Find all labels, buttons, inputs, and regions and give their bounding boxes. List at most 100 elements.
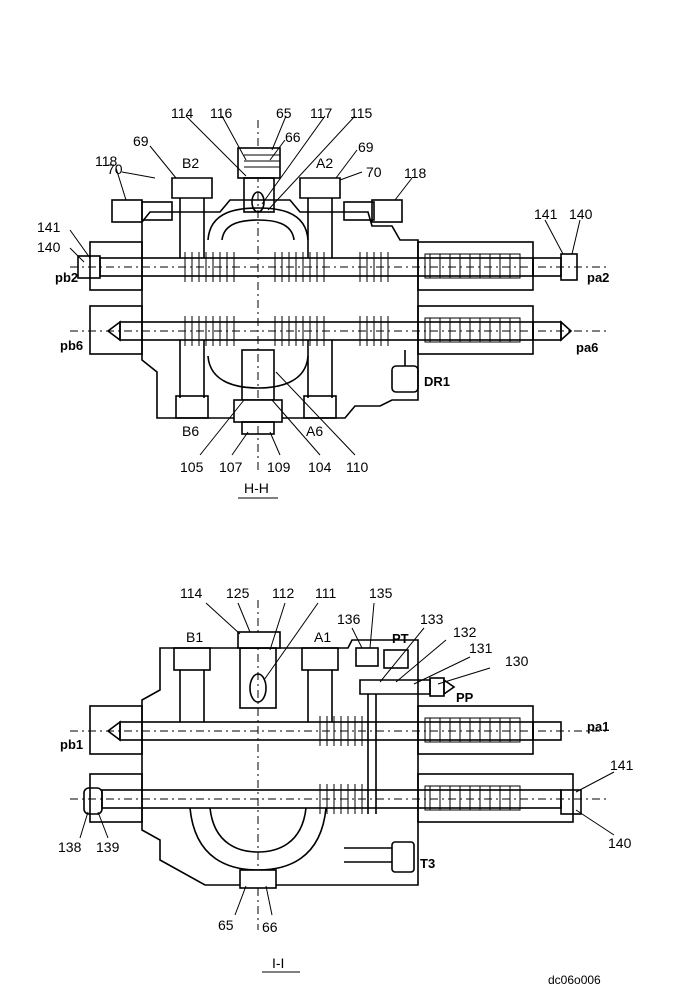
part-number-104: 104 <box>308 459 332 475</box>
port-label-t3: T3 <box>420 856 435 871</box>
section-caption-h-h: H-H <box>244 480 269 496</box>
port-label-pa6: pa6 <box>576 340 598 355</box>
part-number-131: 131 <box>469 640 493 656</box>
spring-inner-pa1 <box>424 717 521 743</box>
left-end-cap-138 <box>89 773 143 823</box>
check-valve-right-body <box>343 201 375 221</box>
part-number-65: 65 <box>276 105 292 121</box>
spring-coils-141 <box>429 786 511 810</box>
part-number-112: 112 <box>272 585 295 601</box>
part-number-130: 130 <box>505 653 529 669</box>
port-pt-box <box>383 649 409 669</box>
part-number-109: 109 <box>267 459 291 475</box>
port-label-pb1: pb1 <box>60 737 83 752</box>
port-passages-upper <box>179 198 333 258</box>
port-b1-plug <box>173 647 211 671</box>
part-number-118-right: 118 <box>404 165 427 181</box>
port-passages-lower <box>179 340 333 398</box>
part-number-116: 116 <box>210 105 233 121</box>
port-label-pp: PP <box>456 690 474 705</box>
part-number-69-right: 69 <box>358 139 374 155</box>
part-number-111: 111 <box>315 585 336 601</box>
part-number-115: 115 <box>350 105 373 121</box>
part-number-140-i: 140 <box>608 835 632 851</box>
port-b2-plug <box>171 177 213 199</box>
part-number-138: 138 <box>58 839 82 855</box>
plug-136 <box>355 647 379 667</box>
port-label-b1: B1 <box>186 629 203 645</box>
part-number-140-left: 140 <box>37 239 61 255</box>
valve-body-outline <box>141 199 419 419</box>
left-end-cap-upper <box>89 241 143 291</box>
port-label-pt: PT <box>392 631 409 646</box>
left-end-cap-lower <box>89 305 143 355</box>
part-number-141-left: 141 <box>37 219 61 235</box>
right-spring-inner-upper <box>424 253 521 279</box>
poppet-111 <box>249 673 267 703</box>
plug-65-66 <box>239 869 277 889</box>
check-valve-left-body <box>141 201 173 221</box>
part-number-139: 139 <box>96 839 120 855</box>
t3-passage <box>344 847 392 863</box>
pp-arrow <box>443 678 456 696</box>
relief-sleeve-112 <box>239 647 277 709</box>
port-label-a6: A6 <box>306 423 323 439</box>
part-number-65-i: 65 <box>218 917 234 933</box>
part-number-66-i: 66 <box>262 919 278 935</box>
part-number-69-left: 69 <box>133 133 149 149</box>
bridge-passage-upper <box>207 207 309 241</box>
port-a1-plug <box>301 647 339 671</box>
port-label-a1: A1 <box>314 629 331 645</box>
port-label-pb2: pb2 <box>55 270 78 285</box>
load-check-cap <box>241 421 275 435</box>
part-number-70-left: 70 <box>107 161 123 177</box>
part-number-114: 114 <box>171 105 194 121</box>
port-label-pb6: pb6 <box>60 338 83 353</box>
port-label-b6: B6 <box>182 423 199 439</box>
check-valve-right <box>371 199 403 223</box>
pilot-passage-i <box>367 694 377 814</box>
part-number-136: 136 <box>337 611 361 627</box>
part-number-107: 107 <box>219 459 243 475</box>
port-label-dr1: DR1 <box>424 374 450 389</box>
part-number-105: 105 <box>180 459 204 475</box>
part-number-135: 135 <box>369 585 393 601</box>
left-end-cap-pb1 <box>89 705 143 755</box>
part-number-141-right: 141 <box>534 206 558 222</box>
port-label-a2: A2 <box>316 155 333 171</box>
part-number-140-right: 140 <box>569 206 593 222</box>
valve-body-outline-lower <box>141 639 419 886</box>
part-number-117: 117 <box>310 105 333 121</box>
spring-inner-141 <box>424 785 521 811</box>
right-spring-inner-lower <box>424 317 521 343</box>
bridge-passage-upper-inner <box>221 219 295 241</box>
section-i-i <box>70 600 615 930</box>
section-caption-i-i: I-I <box>272 955 284 971</box>
port-a2-plug <box>299 177 341 199</box>
port-passages-i <box>179 670 333 722</box>
relief-valve-cap <box>237 147 281 179</box>
port-b6-plug <box>175 395 209 419</box>
part-number-70-right: 70 <box>366 164 382 180</box>
port-t3-plug <box>391 841 415 873</box>
port-label-b2: B2 <box>182 155 199 171</box>
part-number-110: 110 <box>346 459 369 475</box>
right-spring-housing-141 <box>417 773 574 823</box>
spring-coils-lower <box>429 318 511 342</box>
port-label-pa2: pa2 <box>587 270 609 285</box>
port-label-pa1: pa1 <box>587 719 609 734</box>
spring-coils-pa1 <box>429 718 511 742</box>
part-number-141-i: 141 <box>610 757 634 773</box>
part-number-133: 133 <box>420 611 444 627</box>
part-number-114-i: 114 <box>180 585 203 601</box>
part-number-66: 66 <box>285 129 301 145</box>
part-number-118-left: 118 <box>95 153 118 169</box>
section-h-h <box>69 115 610 470</box>
spring-coils-upper <box>429 254 511 278</box>
leader-lines-bottom <box>79 602 615 916</box>
bridge-passage-i-inner <box>209 807 307 853</box>
bridge-passage-lower <box>207 355 309 389</box>
leader-lines-top <box>69 115 581 456</box>
